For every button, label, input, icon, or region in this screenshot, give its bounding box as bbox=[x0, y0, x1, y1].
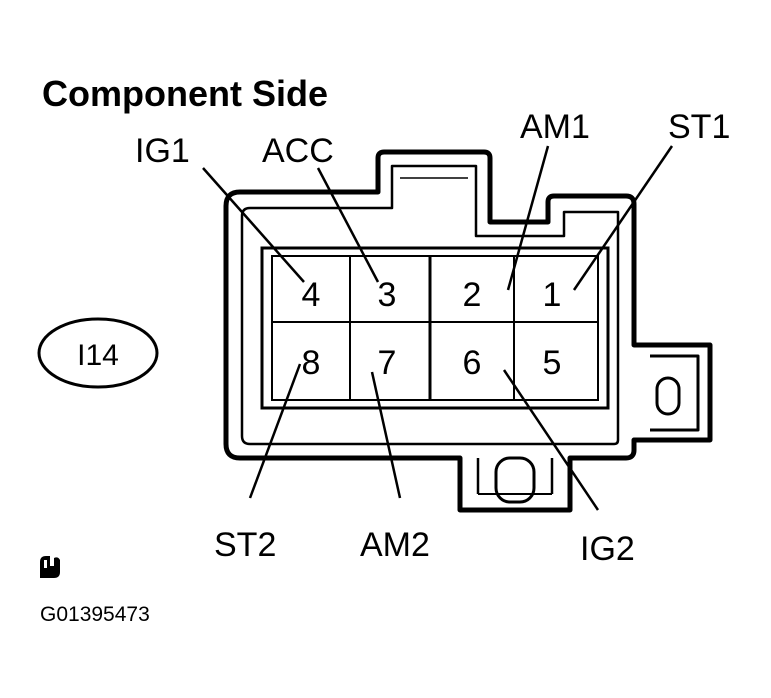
leader-st2 bbox=[248, 363, 302, 499]
leader-ig2 bbox=[502, 369, 600, 511]
leader-acc bbox=[316, 167, 380, 283]
pin-number-5: 5 bbox=[543, 344, 562, 382]
pin-label-am2: AM2 bbox=[360, 526, 430, 564]
connector-hand-icon bbox=[40, 556, 60, 578]
pin-number-8: 8 bbox=[302, 344, 321, 382]
pin-number-1: 1 bbox=[543, 276, 562, 314]
pin-number-2: 2 bbox=[463, 276, 482, 314]
pin-label-ig2: IG2 bbox=[580, 530, 635, 568]
pin-label-st2: ST2 bbox=[214, 526, 276, 564]
connector-housing bbox=[223, 149, 713, 513]
leader-lines bbox=[202, 145, 674, 511]
figure-code: G01395473 bbox=[40, 603, 150, 626]
pin-number-3: 3 bbox=[378, 276, 397, 314]
connector-id-label: I14 bbox=[77, 339, 119, 372]
pin-number-4: 4 bbox=[302, 276, 321, 314]
pin-label-st1: ST1 bbox=[668, 108, 730, 146]
terminal-grid bbox=[260, 246, 610, 410]
pin-number-7: 7 bbox=[378, 344, 397, 382]
leader-am1 bbox=[506, 145, 550, 291]
pin-label-am1: AM1 bbox=[520, 108, 590, 146]
connector-id-badge: I14 bbox=[37, 317, 159, 389]
leader-ig1 bbox=[202, 167, 305, 283]
diagram-title: Component Side bbox=[42, 73, 328, 114]
leader-am2 bbox=[370, 371, 402, 499]
pin-label-acc: ACC bbox=[262, 132, 334, 170]
pin-label-ig1: IG1 bbox=[135, 132, 190, 170]
pin-number-6: 6 bbox=[463, 344, 482, 382]
leader-st1 bbox=[572, 145, 674, 291]
